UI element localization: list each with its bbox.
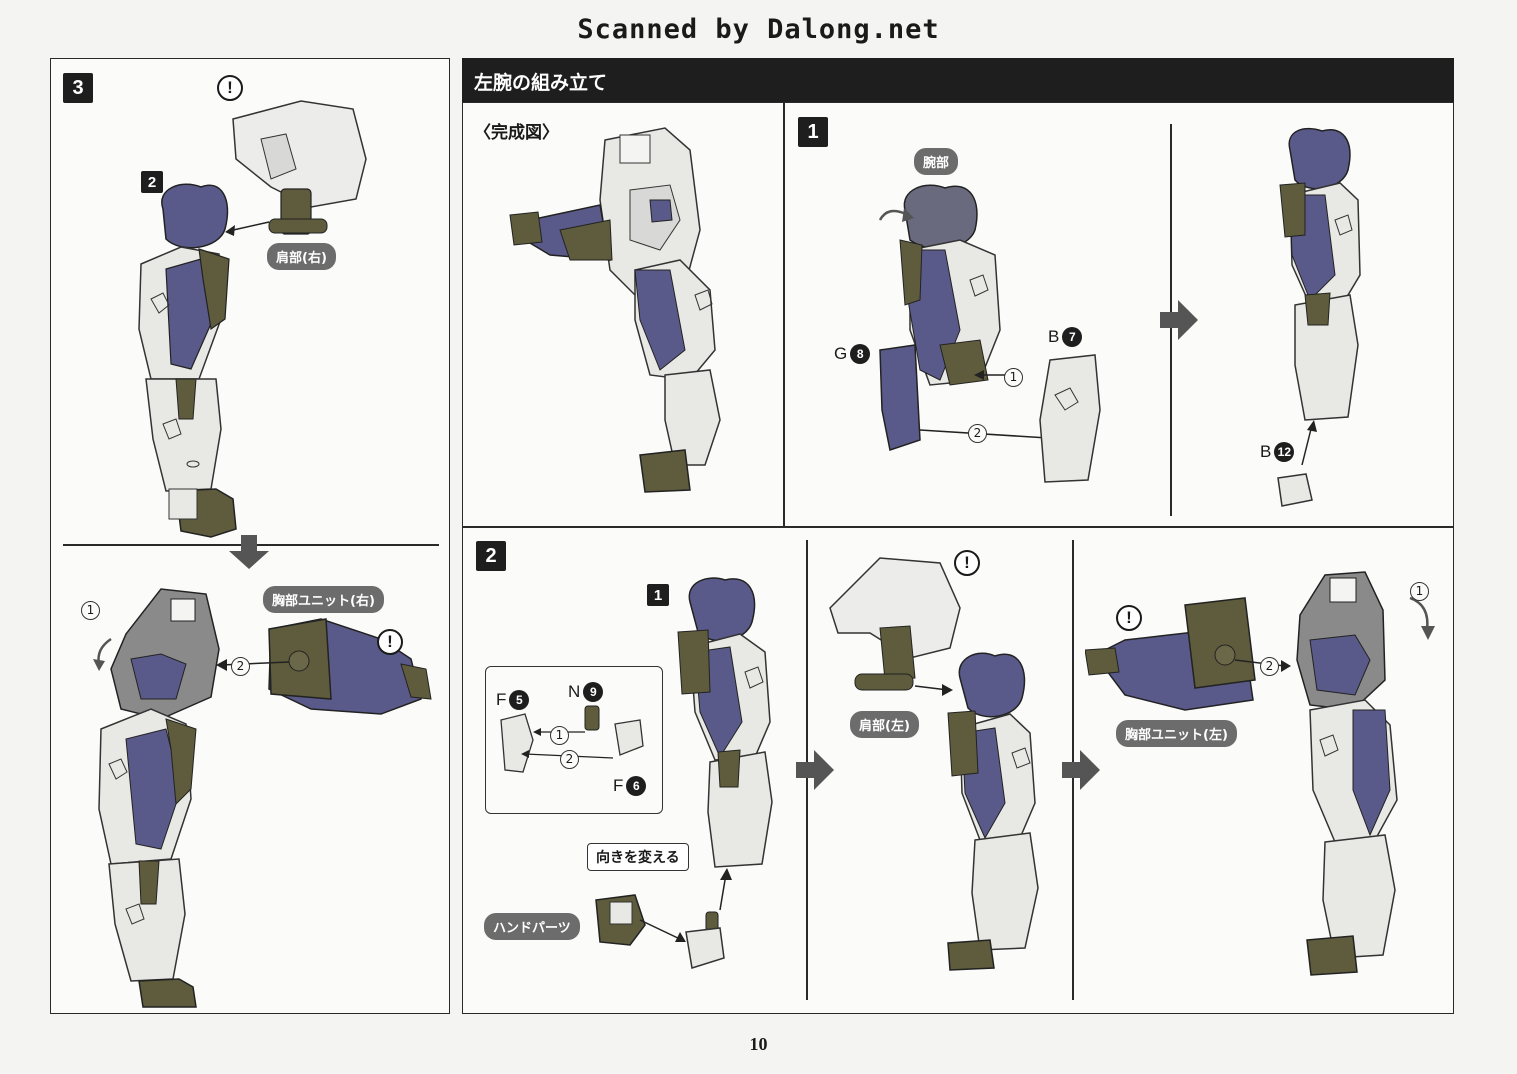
arm-part-tag: 腕部 (914, 148, 959, 175)
warning-icon: ! (377, 629, 403, 655)
step3-number: 3 (63, 73, 93, 103)
ref-2-label: 2 (231, 655, 250, 676)
warning-icon: ! (217, 75, 243, 101)
ref-1-label: 1 (1410, 580, 1429, 601)
warning-icon: ! (954, 550, 980, 576)
step3-sub-number: 2 (141, 171, 163, 193)
step2-arm-illustration-1 (677, 577, 773, 868)
hand-assembly-illustration (595, 868, 732, 969)
step3-arm-illustration-bottom (93, 588, 432, 1008)
shoulder-left-tag: 肩部(左) (850, 711, 919, 738)
down-arrow-icon (229, 535, 269, 569)
shoulder-armor-part (232, 100, 367, 208)
shoulder-right-tag: 肩部(右) (267, 243, 336, 270)
step2-arm-illustration-3 (1085, 571, 1435, 976)
step2-arm-illustration-2 (829, 557, 1039, 971)
ref-1-label: 1 (81, 599, 100, 620)
step2-number: 2 (476, 541, 506, 571)
step1-arm-illustration (878, 184, 1101, 483)
part-b12-illustration (1277, 420, 1317, 507)
right-arrow-icon (796, 750, 834, 790)
section-title: 左腕の組み立て (474, 72, 608, 94)
right-arrow-icon (1062, 750, 1100, 790)
completed-arm-illustration (509, 127, 721, 493)
step1-result-illustration (1279, 127, 1361, 421)
right-arrow-icon (1160, 300, 1198, 340)
section-title-bar: 左腕の組み立て (462, 58, 1454, 102)
chest-unit-left-tag: 胸部ユニット(左) (1116, 720, 1237, 747)
ref-2-label: 2 (1260, 655, 1279, 676)
shoulder-sphere (161, 183, 229, 249)
warning-icon: ! (1116, 605, 1142, 631)
chest-unit-right-tag: 胸部ユニット(右) (263, 586, 384, 613)
ref-1-label: 1 (550, 724, 569, 745)
ref-2-label: 2 (968, 422, 987, 443)
step3-arm-illustration-top (138, 100, 367, 538)
hand-parts-tag: ハンドパーツ (484, 913, 580, 940)
change-direction-label: 向きを変える (587, 843, 689, 871)
completed-label: 〈完成図〉 (474, 123, 559, 143)
ref-1-label: 1 (1004, 366, 1023, 387)
page-number: 10 (749, 1034, 768, 1054)
ref-2-label: 2 (560, 748, 579, 769)
step2-sub-number: 1 (647, 584, 669, 606)
step3-panel: 3 ! 2 肩部(右) (50, 58, 450, 1014)
step1-number: 1 (798, 117, 828, 147)
sub-assembly-illustration (500, 705, 644, 773)
watermark: Scanned by Dalong.net (577, 14, 940, 45)
